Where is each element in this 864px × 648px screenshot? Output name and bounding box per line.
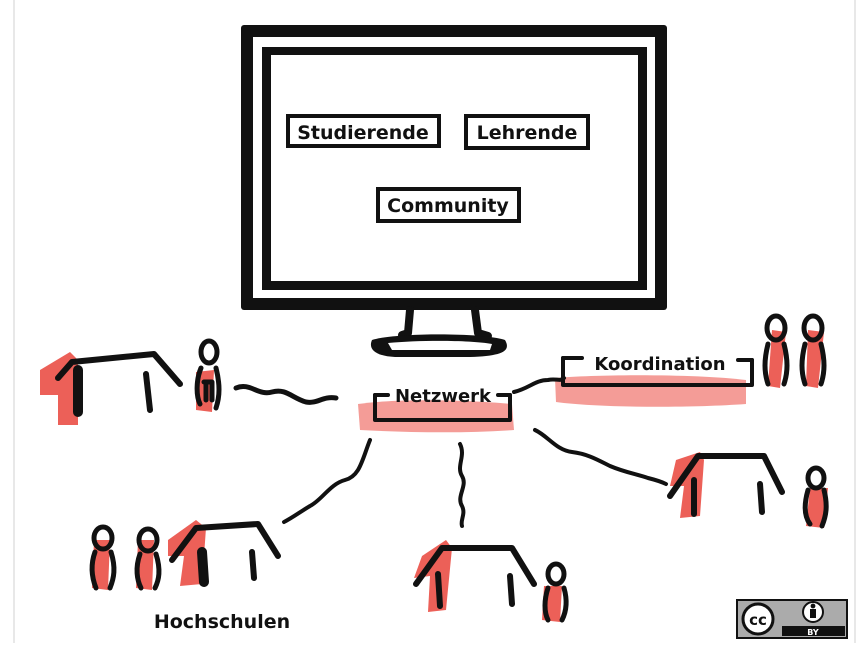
netzwerk-label: Netzwerk: [395, 386, 492, 407]
koordination-node: Koordination: [555, 354, 754, 407]
studierende-label: Studierende: [297, 122, 429, 144]
people-group-bottom-left-icon: [89, 524, 162, 591]
person-bottom-middle-icon: [542, 561, 569, 623]
house-top-left-icon: [40, 351, 183, 425]
cc-label: cc: [749, 611, 767, 629]
person-icon: [194, 338, 222, 412]
connectors: [233, 376, 668, 528]
house-right-icon: [667, 452, 785, 518]
cc-icon: cc: [741, 602, 775, 636]
by-label: BY: [807, 628, 819, 637]
netzwerk-node: Netzwerk: [358, 386, 514, 433]
lehrende-label: Lehrende: [477, 122, 578, 144]
studierende-box: Studierende: [286, 114, 441, 148]
people-group-top-right-icon: [762, 313, 827, 388]
house-bottom-middle-icon: [413, 540, 537, 612]
hochschulen-label: Hochschulen: [154, 611, 290, 633]
person-right-icon: [802, 465, 829, 529]
cc-by-license-badge[interactable]: cc BY: [736, 599, 848, 639]
koordination-label: Koordination: [594, 354, 725, 375]
attribution-icon: [802, 601, 824, 623]
community-label: Community: [387, 195, 509, 217]
monitor: [241, 25, 667, 357]
community-box: Community: [376, 187, 521, 223]
lehrende-box: Lehrende: [464, 114, 590, 150]
house-bottom-left-icon: [168, 520, 281, 587]
